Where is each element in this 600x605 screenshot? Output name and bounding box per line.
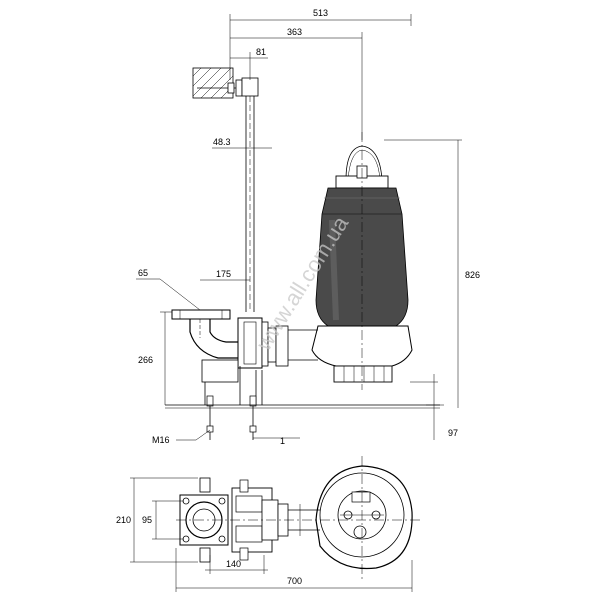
plan-view <box>176 456 420 580</box>
dim-513: 513 <box>313 8 328 18</box>
dim-266: 266 <box>138 355 153 365</box>
pump-body <box>275 132 413 390</box>
dim-97: 97 <box>448 428 458 438</box>
dim-95: 95 <box>142 515 152 525</box>
side-view: www.all.com.ua <box>165 67 440 440</box>
plan-dimensions: 210 95 140 700 <box>116 477 413 592</box>
discharge-elbow <box>171 309 277 405</box>
wall-block <box>192 67 243 99</box>
dim-363: 363 <box>287 27 302 37</box>
floor-line <box>165 404 440 409</box>
dim-65: 65 <box>138 268 148 278</box>
dim-48-3: 48.3 <box>213 137 231 147</box>
dim-210: 210 <box>116 515 131 525</box>
dim-m16: M16 <box>152 435 170 445</box>
dim-81: 81 <box>256 47 266 57</box>
dim-1: 1 <box>280 436 285 446</box>
side-dimensions: 513 363 81 48.3 175 65 266 826 97 <box>136 8 480 446</box>
dim-826: 826 <box>465 270 480 280</box>
dim-700: 700 <box>287 576 302 586</box>
guide-rail <box>241 77 259 312</box>
dim-175: 175 <box>216 269 231 279</box>
dim-140: 140 <box>226 559 241 569</box>
anchor-bolts <box>206 395 257 440</box>
